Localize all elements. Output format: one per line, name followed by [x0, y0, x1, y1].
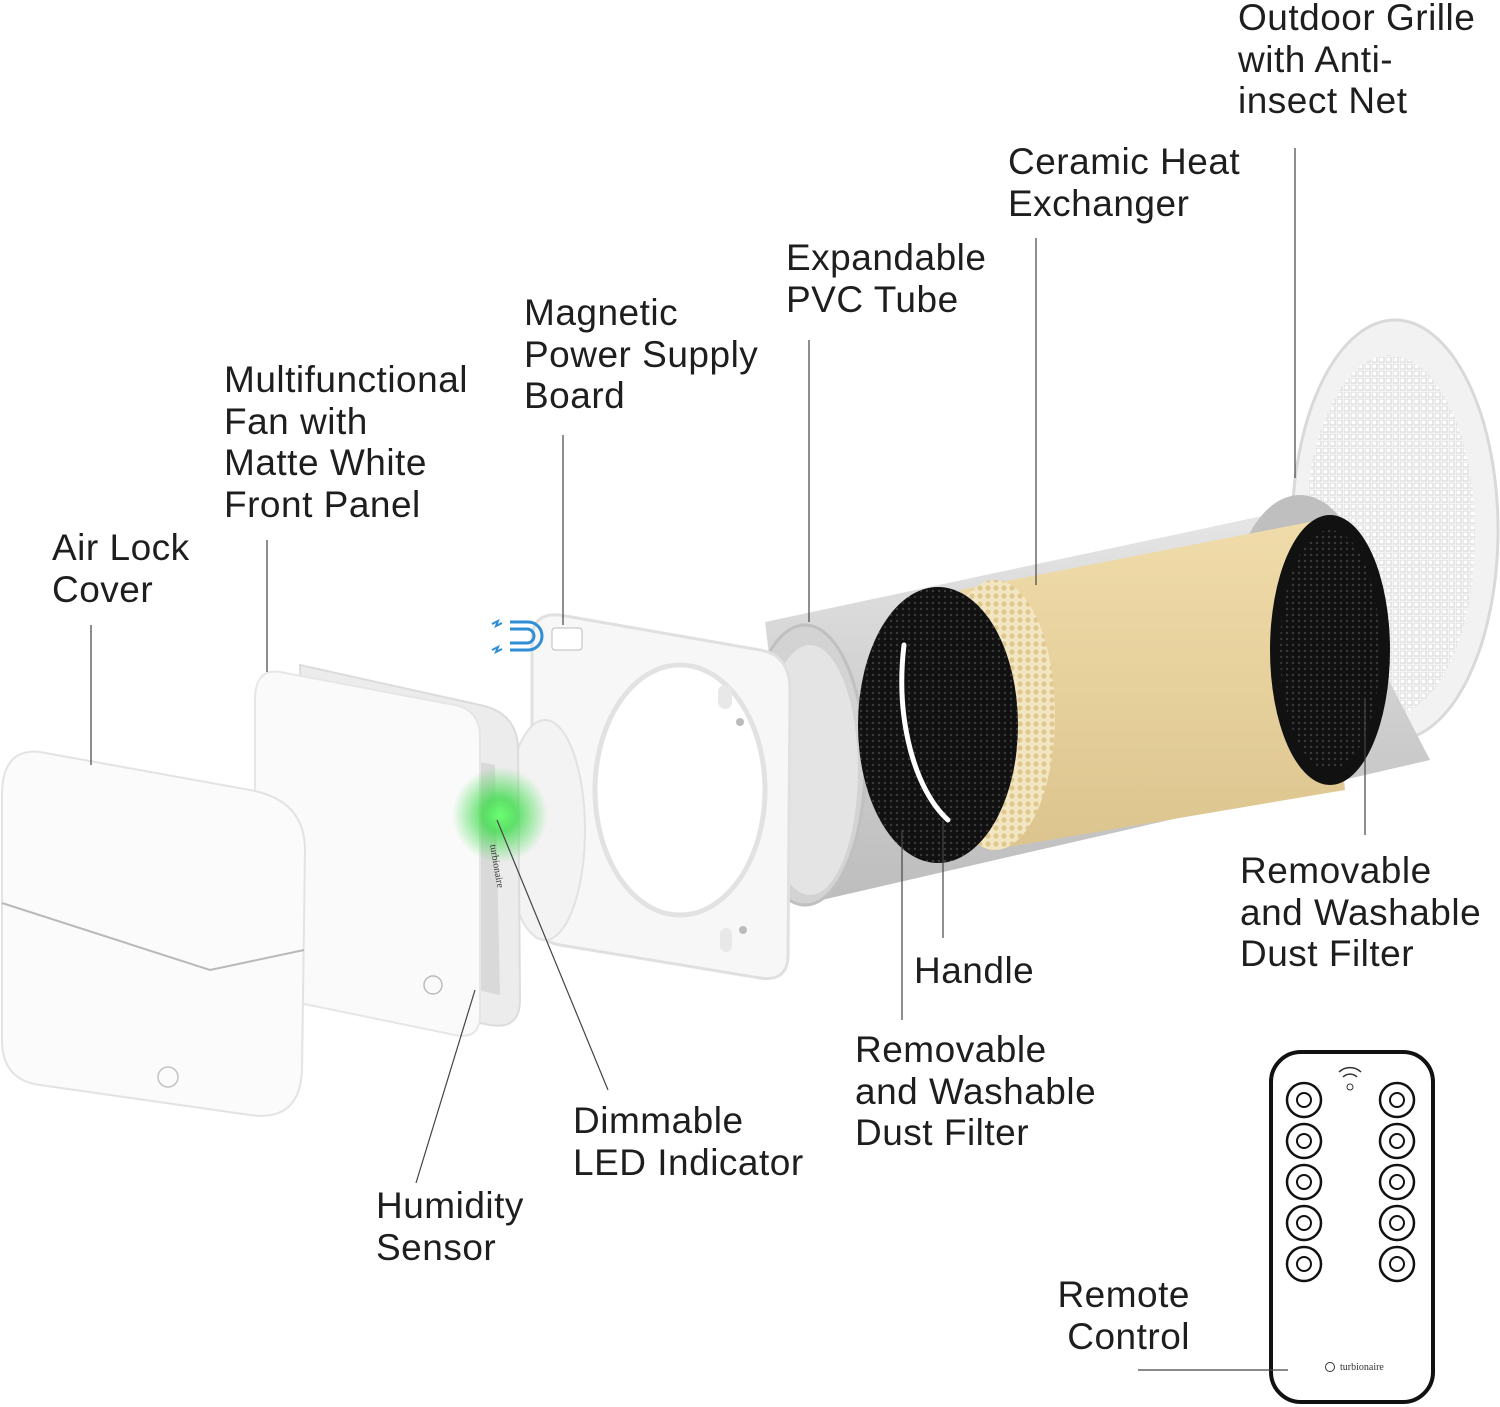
- label-line: and Washable: [1240, 891, 1482, 933]
- label-line: Dimmable: [573, 1100, 744, 1141]
- night-mode-icon[interactable]: [1378, 1163, 1416, 1201]
- light-dimmer-icon[interactable]: [1378, 1245, 1416, 1283]
- label-line: Outdoor Grille: [1238, 0, 1476, 38]
- handle: [899, 642, 951, 823]
- night-mode-icon-glyph: [1389, 1174, 1405, 1190]
- leader-led: [496, 819, 609, 1091]
- fan-low-icon[interactable]: [1285, 1122, 1323, 1160]
- label-line: Cover: [52, 568, 154, 610]
- alarm-icon-glyph: [1389, 1215, 1405, 1231]
- auto-mode-icon-glyph: [1389, 1092, 1405, 1108]
- alarm-icon[interactable]: [1378, 1204, 1416, 1242]
- label-line: Dust Filter: [855, 1112, 1030, 1153]
- leader-lines: [90, 148, 1366, 1371]
- led-indicator: [452, 767, 548, 863]
- wireless-icon: [1338, 1066, 1362, 1078]
- label-line: insect Net: [1238, 80, 1408, 121]
- multifunctional-fan: turbionaire: [254, 663, 586, 1037]
- label-line: PVC Tube: [786, 278, 959, 320]
- label-line: Front Panel: [224, 483, 421, 525]
- airflow-direction-icon[interactable]: [1285, 1204, 1323, 1242]
- label-line: Multifunctional: [224, 359, 469, 400]
- label-line: Remote: [1057, 1274, 1190, 1315]
- power-icon[interactable]: [1285, 1081, 1323, 1119]
- label-line: and Washable: [855, 1070, 1097, 1112]
- label-line: Ceramic Heat: [1008, 141, 1241, 182]
- fan-high-icon-glyph: [1296, 1174, 1312, 1190]
- timer-icon-glyph: [1389, 1133, 1405, 1149]
- fan-low-icon-glyph: [1296, 1133, 1312, 1149]
- label-line: Expandable: [786, 237, 987, 278]
- timer-icon[interactable]: [1378, 1122, 1416, 1160]
- label-line: Removable: [1240, 850, 1432, 891]
- label-line: Exchanger: [1008, 182, 1190, 224]
- label-handle: Handle: [914, 950, 1034, 992]
- label-line: Control: [1067, 1315, 1190, 1357]
- power-icon-glyph: [1296, 1092, 1312, 1108]
- label-line: Power Supply: [524, 333, 759, 375]
- label-line: Removable: [855, 1029, 1047, 1070]
- fan-high-icon[interactable]: [1285, 1163, 1323, 1201]
- label-line: with Anti-: [1238, 38, 1394, 80]
- dust-filter-front: [858, 587, 1018, 863]
- light-dimmer-icon-glyph: [1389, 1256, 1405, 1272]
- label-line: Sensor: [376, 1226, 497, 1268]
- home-ventilation-icon[interactable]: [1285, 1245, 1323, 1283]
- label-line: Dust Filter: [1240, 933, 1415, 974]
- auto-mode-icon[interactable]: [1378, 1081, 1416, 1119]
- label-line: Air Lock: [52, 527, 190, 568]
- magnetic-power-supply-board: [530, 613, 792, 981]
- label-line: Humidity: [376, 1185, 524, 1226]
- remote-buttons: [1285, 1081, 1416, 1283]
- label-line: Fan with: [224, 400, 368, 442]
- remote-brand: turbionaire: [1340, 1362, 1384, 1373]
- airflow-direction-icon-glyph: [1296, 1215, 1312, 1231]
- label-line: Handle: [914, 950, 1035, 991]
- air-lock-cover: [1, 750, 307, 1117]
- remote-control: turbionaire: [1269, 1050, 1435, 1404]
- home-ventilation-icon-glyph: [1296, 1256, 1312, 1272]
- leader-humidity: [415, 989, 476, 1184]
- label-line: Board: [524, 375, 626, 416]
- label-line: LED Indicator: [573, 1141, 804, 1183]
- label-line: Magnetic: [524, 292, 679, 333]
- label-line: Matte White: [224, 442, 427, 483]
- magnet-icon: [491, 618, 544, 655]
